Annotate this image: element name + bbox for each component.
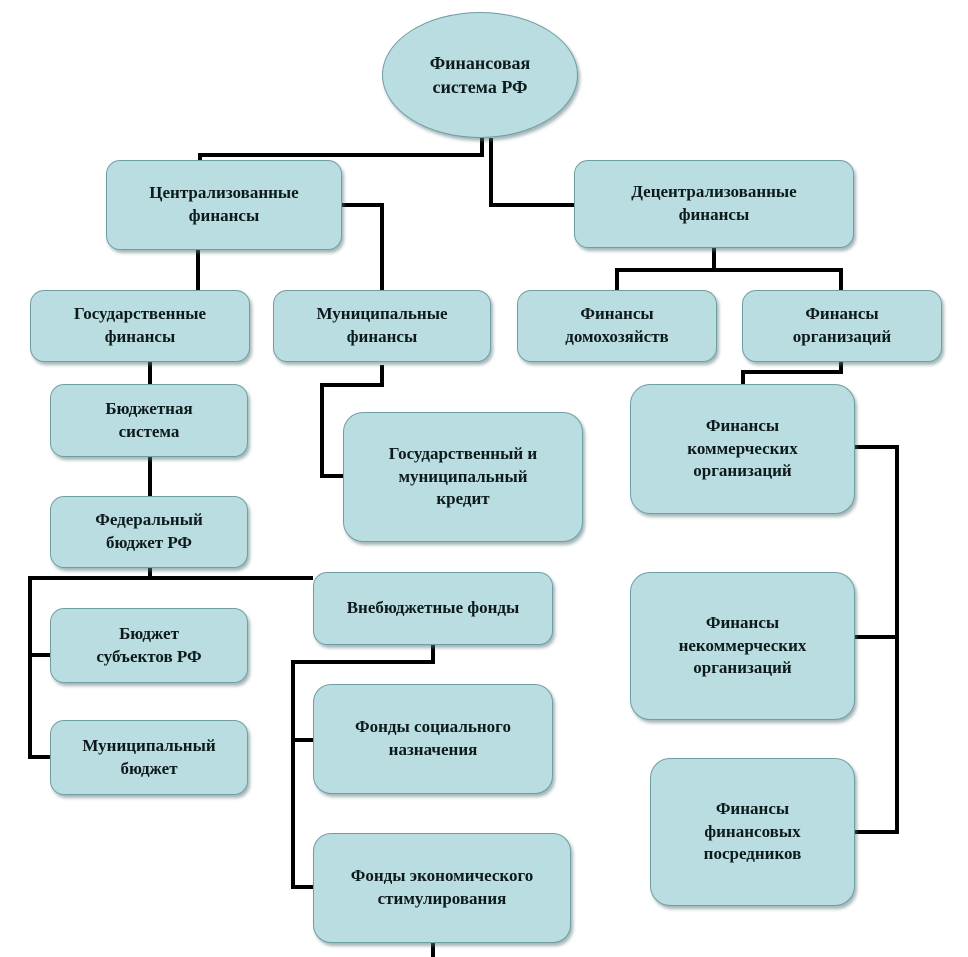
connector-decentralized-orgs — [714, 268, 843, 290]
node-social-funds-label: Фонды социального назначения — [355, 717, 511, 759]
node-federal-budget-label: Федеральный бюджет РФ — [95, 510, 203, 552]
node-economic-stimulus-funds-label: Фонды экономического стимулирования — [350, 866, 534, 908]
node-subject-budget-label: Бюджет субъектов РФ — [96, 623, 202, 666]
node-financial-system-rf-label: Финансовая система РФ — [429, 52, 531, 97]
connector-decentralized-split — [615, 248, 716, 290]
node-municipal-finance-label: Муниципальные финансы — [316, 304, 448, 346]
node-municipal-budget: Муниципальный бюджет — [50, 720, 248, 795]
node-household-finance: Финансы домохозяйств — [517, 290, 717, 362]
node-budget-system-label: Бюджетная система — [105, 398, 193, 441]
connector-orgs-commercial — [741, 362, 843, 384]
node-budget-system: Бюджетная система — [50, 384, 248, 457]
node-organization-finance: Финансы организаций — [742, 290, 942, 362]
node-noncommercial-org-finance-label: Финансы некоммерческих организаций — [678, 612, 807, 678]
node-household-finance-label: Финансы домохозяйств — [565, 304, 669, 346]
connector-municipal-credit — [320, 365, 384, 478]
node-extrabudgetary-funds-label: Внебюджетные фонды — [346, 598, 520, 618]
node-financial-intermediaries: Финансы финансовых посредников — [650, 758, 855, 906]
connector-centralized-municipal — [342, 203, 384, 290]
node-economic-stimulus-funds: Фонды экономического стимулирования — [313, 833, 571, 943]
node-commercial-org-finance-label: Финансы коммерческих организаций — [687, 415, 798, 481]
node-financial-system-rf: Финансовая система РФ — [382, 12, 578, 138]
connector-root-centralized — [198, 138, 484, 162]
node-organization-finance-label: Финансы организаций — [792, 304, 892, 346]
node-noncommercial-org-finance: Финансы некоммерческих организаций — [630, 572, 855, 720]
connector-root-decentralized — [489, 138, 575, 207]
node-municipal-finance: Муниципальные финансы — [273, 290, 491, 362]
node-subject-budget: Бюджет субъектов РФ — [50, 608, 248, 683]
node-financial-intermediaries-label: Финансы финансовых посредников — [703, 798, 802, 864]
node-commercial-org-finance: Финансы коммерческих организаций — [630, 384, 855, 514]
node-decentralized-finance: Децентрализованные финансы — [574, 160, 854, 248]
node-state-finance: Государственные финансы — [30, 290, 250, 362]
node-centralized-finance-label: Централизованные финансы — [149, 183, 299, 225]
node-social-funds: Фонды социального назначения — [313, 684, 553, 794]
connector-orgs-spine — [855, 445, 899, 834]
node-state-finance-label: Государственные финансы — [73, 304, 207, 346]
connector-federal-branch — [28, 568, 152, 759]
node-decentralized-finance-label: Децентрализованные финансы — [631, 182, 797, 224]
node-centralized-finance: Централизованные финансы — [106, 160, 342, 250]
node-state-municipal-credit: Государственный и муниципальный кредит — [343, 412, 583, 542]
node-extrabudgetary-funds: Внебюджетные фонды — [313, 572, 553, 645]
node-municipal-budget-label: Муниципальный бюджет — [82, 735, 216, 778]
connector-extrabudget-split — [291, 645, 435, 889]
node-federal-budget: Федеральный бюджет РФ — [50, 496, 248, 568]
node-state-municipal-credit-label: Государственный и муниципальный кредит — [388, 443, 538, 509]
